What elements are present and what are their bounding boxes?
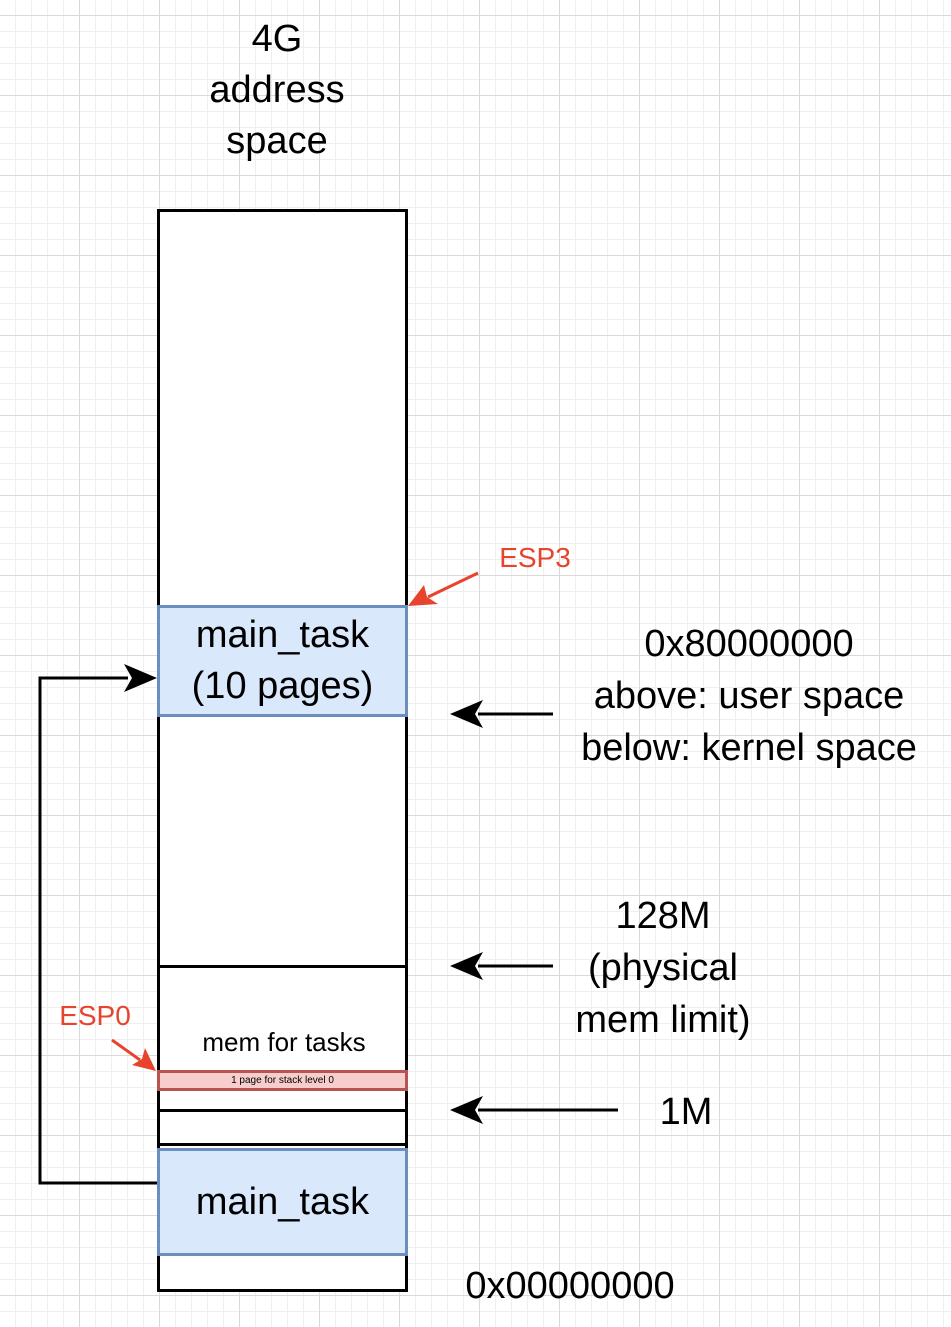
main-task-kernel-label: main_task <box>195 1180 370 1223</box>
boundary-arrowhead <box>450 700 483 728</box>
one-meg-divider <box>157 1109 408 1112</box>
task-mapping-connector <box>38 676 157 1185</box>
zero-address-label: 0x00000000 <box>465 1265 675 1307</box>
boundary-line: 0x80000000 <box>644 623 854 665</box>
esp0-arrow <box>111 1038 141 1062</box>
user-kernel-boundary-label: 0x80000000 above: user space below: kern… <box>552 618 946 774</box>
esp0-arrowhead <box>132 1048 156 1071</box>
boundary-line: above: user space <box>593 675 905 717</box>
title-line: address <box>209 69 345 111</box>
one-meg-label: 1M <box>659 1091 713 1133</box>
main-task-user-line: main_task <box>195 614 370 656</box>
phys-limit-line: (physical <box>588 947 738 989</box>
main-task-user-block: main_task (10 pages) <box>157 605 408 717</box>
esp3-arrow <box>427 571 479 599</box>
physical-mem-limit-label: 128M (physical mem limit) <box>548 890 778 1046</box>
main-task-user-line: (10 pages) <box>191 665 374 707</box>
title-line: 4G <box>251 18 303 60</box>
phys-limit-line: mem limit) <box>575 999 751 1041</box>
mem-for-tasks-label: mem for tasks <box>202 1027 366 1057</box>
stack-level0-page: 1 page for stack level 0 <box>157 1070 408 1091</box>
esp0-label: ESP0 <box>59 1000 131 1031</box>
phys-limit-arrowhead <box>450 952 483 980</box>
stack-level0-label: 1 page for stack level 0 <box>231 1074 334 1086</box>
diagram-title: 4G address space <box>176 14 378 167</box>
esp3-label: ESP3 <box>499 542 571 573</box>
low-region-divider <box>157 1143 408 1146</box>
title-line: space <box>226 120 328 162</box>
boundary-line: below: kernel space <box>581 727 917 769</box>
one-meg-arrowhead <box>450 1096 483 1124</box>
main-task-kernel-block: main_task <box>157 1148 408 1256</box>
esp3-arrowhead <box>408 585 438 606</box>
phys-limit-divider <box>157 965 408 968</box>
phys-limit-line: 128M <box>615 895 711 937</box>
task-mapping-arrowhead <box>124 664 157 692</box>
